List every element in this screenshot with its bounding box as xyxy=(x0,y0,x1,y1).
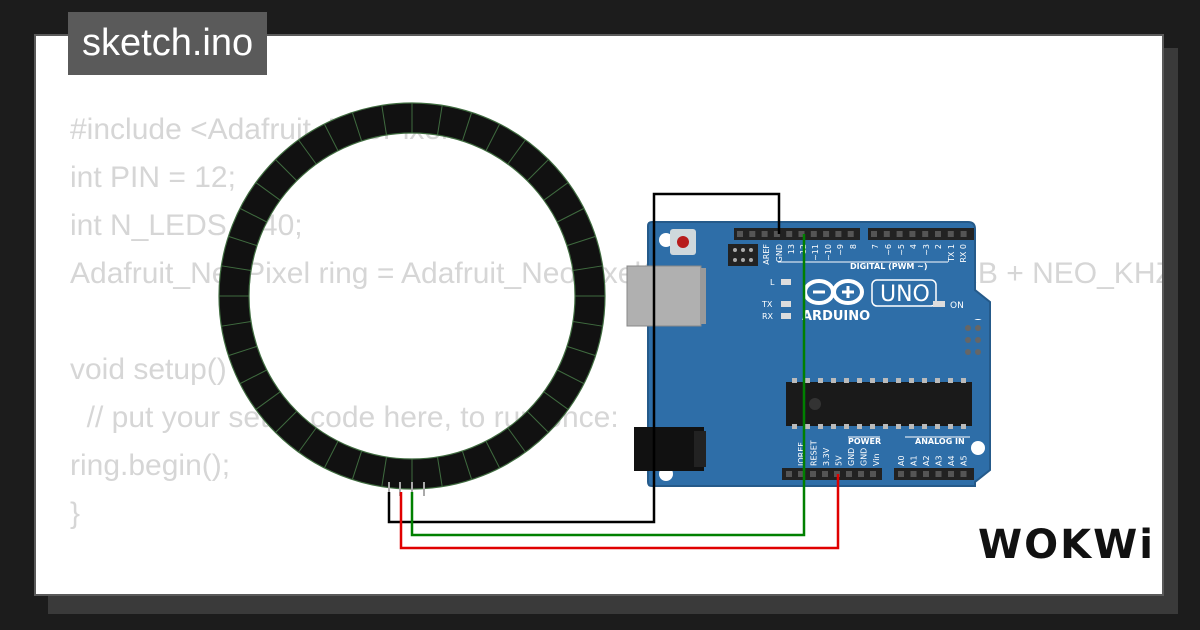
neopixel-ring[interactable] xyxy=(218,102,606,490)
ring-led-divider xyxy=(275,159,298,182)
digital-pin-label: ~5 xyxy=(897,244,906,256)
board-model-text: UNO xyxy=(880,282,930,307)
ring-led-divider xyxy=(557,207,585,223)
ring-led-divider xyxy=(298,139,317,165)
ring-led-divider xyxy=(381,105,387,136)
ring-led-divider xyxy=(298,427,317,453)
ring-led-divider xyxy=(461,450,473,480)
ring-led-divider xyxy=(381,456,387,487)
digital-pin-label: 4 xyxy=(909,244,918,249)
analog-pin-label: A3 xyxy=(935,455,944,466)
power-header[interactable] xyxy=(782,468,882,480)
ring-led-divider xyxy=(507,427,526,453)
analog-pin-label: A2 xyxy=(922,455,931,466)
ring-led-divider xyxy=(526,159,549,182)
ring-led-divider xyxy=(323,123,339,151)
code-line: void loop() { xyxy=(70,586,1162,594)
ring-led-divider xyxy=(543,182,569,201)
ring-led-divider xyxy=(228,235,258,247)
power-header-label: POWER xyxy=(848,437,881,446)
ring-led-divider xyxy=(351,450,363,480)
wire-5v[interactable] xyxy=(399,474,840,550)
digital-pin-label: ~9 xyxy=(836,244,845,256)
analog-header-label: ANALOG IN xyxy=(915,437,965,446)
digital-pin-label: RX 0 xyxy=(959,244,968,263)
digital-pin-label: ~10 xyxy=(824,244,833,261)
code-line: void setup() { xyxy=(70,353,246,386)
ring-led-divider xyxy=(221,265,252,271)
digital-pin-label: ~6 xyxy=(884,244,893,256)
led-tx-label: TX xyxy=(761,300,773,309)
ring-led-divider xyxy=(572,265,603,271)
power-pin-label: IOREF xyxy=(797,442,806,466)
ring-led-divider xyxy=(437,105,443,136)
ring-led-divider xyxy=(485,123,501,151)
wire-gnd[interactable] xyxy=(387,192,781,524)
analog-pin-label: A1 xyxy=(910,455,919,466)
wokwi-logo: WOKWi xyxy=(978,522,1155,568)
led-l-label: L xyxy=(770,278,775,287)
ring-led-divider xyxy=(239,369,267,385)
power-pin-label: Vin xyxy=(872,453,881,466)
ring-led-divider xyxy=(461,112,473,142)
ring-led-divider xyxy=(526,410,549,433)
ring-led-divider xyxy=(221,321,252,327)
ring-led-divider xyxy=(228,345,258,357)
ring-led-divider xyxy=(572,321,603,327)
ring-led-divider xyxy=(543,391,569,410)
power-pin-label: RESET xyxy=(810,440,819,466)
power-pin-label: 3.3V xyxy=(822,447,831,466)
digital-pin-label: GND xyxy=(775,244,784,262)
ring-led-divider xyxy=(485,441,501,469)
digital-pin-label: 8 xyxy=(849,244,858,249)
digital-header-label: DIGITAL (PWM ~) xyxy=(850,262,928,271)
ring-led-divider xyxy=(437,456,443,487)
digital-pin-label: 13 xyxy=(787,244,796,254)
ring-led-divider xyxy=(255,391,281,410)
code-line: } xyxy=(70,497,81,530)
ring-led-divider xyxy=(255,182,281,201)
led-on-label: ON xyxy=(950,301,964,311)
digital-pin-label: ~11 xyxy=(811,244,820,261)
analog-pin-label: A5 xyxy=(960,455,969,466)
digital-pin-label: 7 xyxy=(871,244,880,249)
ring-led-divider xyxy=(507,139,526,165)
ring-led-divider xyxy=(566,235,596,247)
digital-pin-label: ~3 xyxy=(922,244,931,256)
ring-led-divider xyxy=(239,207,267,223)
wire-data[interactable] xyxy=(410,234,806,537)
digital-header-right[interactable] xyxy=(868,228,974,240)
code-line: ring.begin(); xyxy=(70,449,231,482)
ring-led-divider xyxy=(566,345,596,357)
power-pin-label: GND xyxy=(860,448,869,466)
led-rx-label: RX xyxy=(762,312,774,321)
sketch-title[interactable]: sketch.ino xyxy=(68,12,268,75)
analog-pin-label: A0 xyxy=(897,455,906,466)
digital-pin-label: TX 1 xyxy=(947,244,956,263)
power-pin-label: GND xyxy=(847,448,856,466)
ring-led-divider xyxy=(557,369,585,385)
ring-led-divider xyxy=(275,410,298,433)
digital-pin-label: AREF xyxy=(762,244,771,265)
power-pin-label: 5V xyxy=(835,455,844,466)
digital-pin-label: 2 xyxy=(934,244,943,249)
arduino-brand-text: ARDUINO xyxy=(802,309,870,324)
code-line: int PIN = 12; xyxy=(70,161,236,194)
ring-led-divider xyxy=(351,112,363,142)
ring-led-divider xyxy=(323,441,339,469)
analog-pin-label: A4 xyxy=(947,455,956,466)
